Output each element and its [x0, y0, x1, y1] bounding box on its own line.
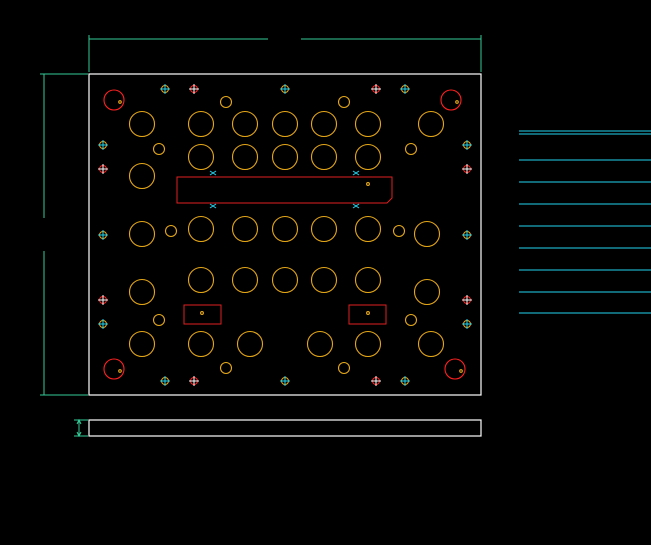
tiny-dot	[366, 182, 370, 186]
crosshair-icon	[462, 319, 472, 329]
crosshair-icon	[160, 84, 170, 94]
slot-mark-icon	[352, 170, 360, 176]
guide-hole-center	[455, 100, 459, 104]
crosshair-icon	[462, 295, 472, 305]
tiny-dot	[366, 311, 370, 315]
large-hole	[310, 143, 338, 171]
small-hole	[152, 142, 166, 156]
large-hole	[231, 266, 259, 294]
crosshair-icon	[400, 84, 410, 94]
guide-hole-icon	[103, 89, 125, 111]
crosshair-icon	[160, 376, 170, 386]
central-slot	[176, 176, 393, 204]
large-hole	[187, 110, 215, 138]
large-hole	[310, 215, 338, 243]
crosshair-icon	[189, 84, 199, 94]
large-hole	[231, 110, 259, 138]
side-view	[88, 419, 482, 437]
slot-mark-icon	[209, 203, 217, 209]
crosshair-icon	[462, 230, 472, 240]
small-hole	[337, 361, 351, 375]
crosshair-icon	[400, 376, 410, 386]
top-dimension	[88, 35, 482, 72]
large-hole	[231, 143, 259, 171]
large-hole	[354, 266, 382, 294]
crosshair-icon	[371, 376, 381, 386]
large-hole	[417, 330, 445, 358]
large-hole	[128, 278, 156, 306]
large-hole	[271, 266, 299, 294]
slot-mark-icon	[352, 203, 360, 209]
crosshair-icon	[462, 140, 472, 150]
large-hole	[128, 110, 156, 138]
large-hole	[187, 215, 215, 243]
left-dimension	[40, 73, 88, 396]
guide-hole-center	[459, 369, 463, 373]
small-hole	[404, 142, 418, 156]
crosshair-icon	[189, 376, 199, 386]
tiny-dot	[200, 311, 204, 315]
plate-outline	[88, 73, 482, 396]
pocket-left	[183, 304, 222, 325]
large-hole	[310, 110, 338, 138]
crosshair-icon	[280, 84, 290, 94]
large-hole	[187, 330, 215, 358]
large-hole	[231, 215, 259, 243]
large-hole	[417, 110, 445, 138]
small-hole	[164, 224, 178, 238]
large-hole	[354, 215, 382, 243]
large-hole	[236, 330, 264, 358]
right-annotation-lines	[519, 130, 651, 314]
crosshair-icon	[98, 230, 108, 240]
large-hole	[354, 330, 382, 358]
guide-hole-center	[118, 100, 122, 104]
guide-hole-center	[118, 369, 122, 373]
large-hole	[413, 278, 441, 306]
large-hole	[187, 266, 215, 294]
marker-layer	[98, 84, 472, 386]
crosshair-icon	[98, 319, 108, 329]
small-hole	[219, 361, 233, 375]
pocket-right	[348, 304, 387, 325]
large-hole	[128, 220, 156, 248]
small-hole	[404, 313, 418, 327]
large-hole	[306, 330, 334, 358]
hole-layer	[103, 89, 466, 380]
guide-hole-icon	[440, 89, 462, 111]
large-hole	[271, 215, 299, 243]
guide-hole-icon	[444, 358, 466, 380]
large-hole	[128, 330, 156, 358]
guide-hole-icon	[103, 358, 125, 380]
side-view-dimension	[74, 418, 88, 438]
small-hole	[152, 313, 166, 327]
crosshair-icon	[371, 84, 381, 94]
crosshair-icon	[98, 295, 108, 305]
slot-mark-icon	[209, 170, 217, 176]
large-hole	[271, 143, 299, 171]
crosshair-icon	[462, 164, 472, 174]
crosshair-icon	[98, 164, 108, 174]
large-hole	[128, 162, 156, 190]
large-hole	[187, 143, 215, 171]
large-hole	[310, 266, 338, 294]
large-hole	[413, 220, 441, 248]
small-hole	[219, 95, 233, 109]
small-hole	[337, 95, 351, 109]
small-hole	[392, 224, 406, 238]
large-hole	[354, 143, 382, 171]
crosshair-icon	[98, 140, 108, 150]
crosshair-icon	[280, 376, 290, 386]
large-hole	[354, 110, 382, 138]
large-hole	[271, 110, 299, 138]
